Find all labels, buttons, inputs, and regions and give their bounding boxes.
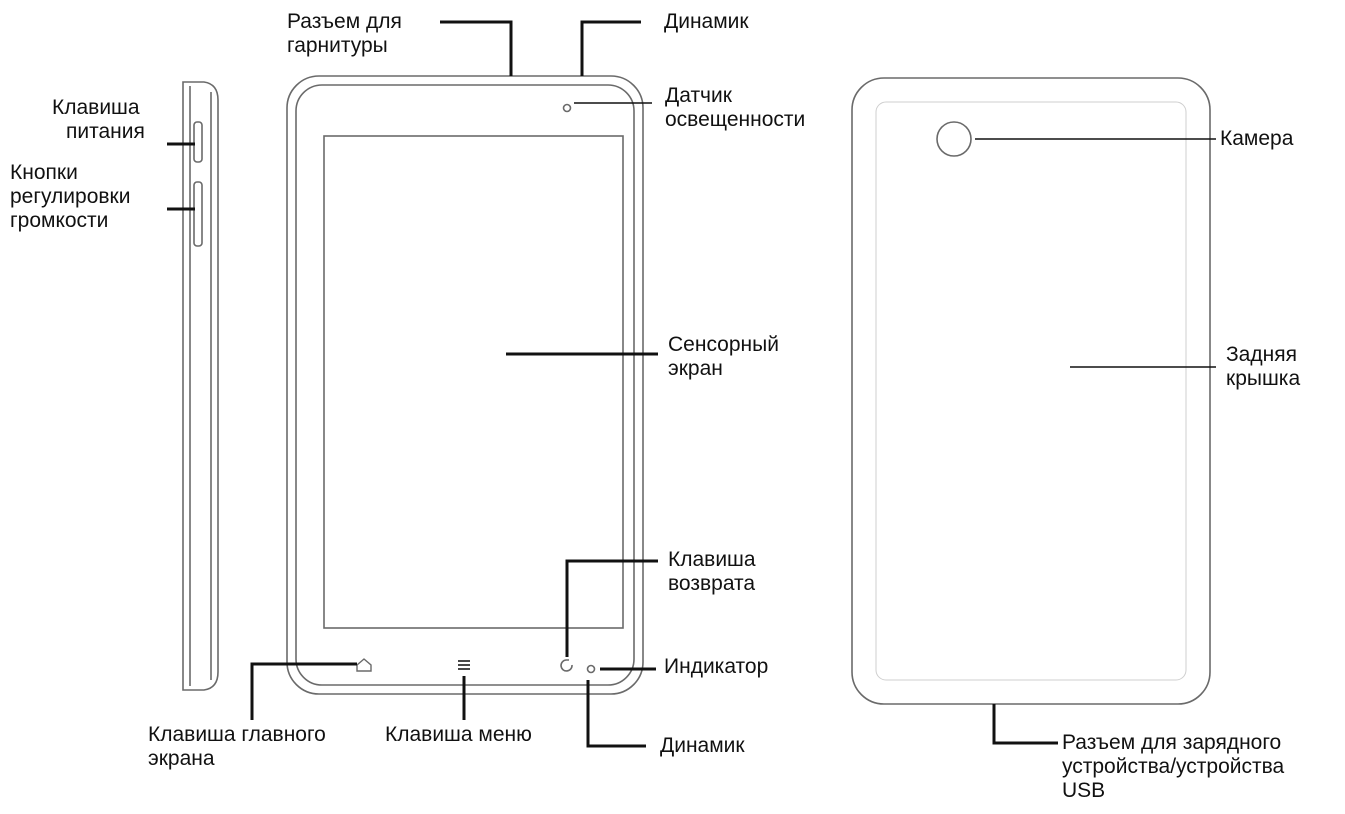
leader-lines (167, 20, 1216, 748)
home-icon (356, 658, 372, 672)
back-icon (560, 659, 573, 672)
label-speaker-bottom: Динамик (660, 734, 745, 757)
tablet-side-view (182, 81, 219, 691)
touch-screen-area (323, 135, 624, 629)
indicator-led (586, 664, 596, 674)
tablet-front-view (286, 75, 644, 695)
camera-lens (936, 121, 972, 157)
light-sensor (562, 103, 572, 113)
tablet-back-view (851, 77, 1211, 705)
label-speaker-top: Динамик (664, 10, 749, 33)
label-indicator: Индикатор (664, 655, 769, 678)
volume-button (193, 181, 203, 247)
menu-icon (458, 660, 470, 670)
label-menu-key: Клавиша меню (385, 723, 532, 746)
power-button (193, 121, 203, 163)
label-camera: Камера (1220, 127, 1294, 150)
